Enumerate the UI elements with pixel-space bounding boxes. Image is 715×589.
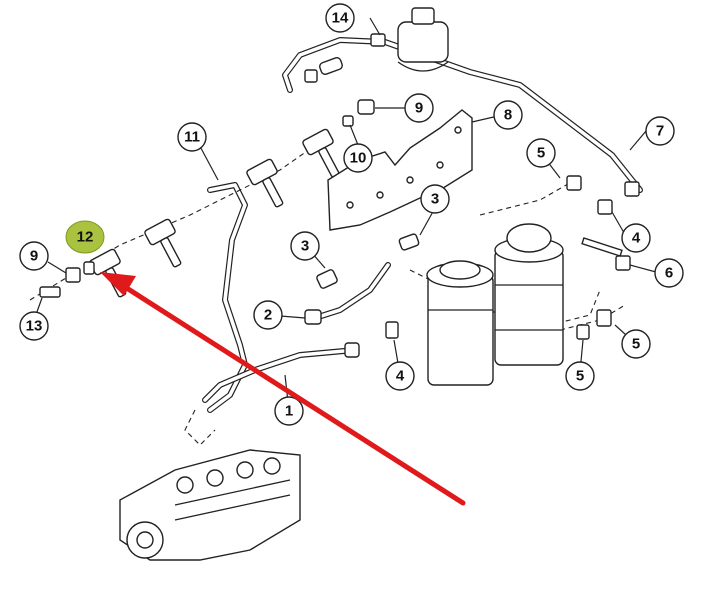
callout-5-top-label: 5	[537, 145, 545, 162]
callout-2: 2	[253, 300, 283, 330]
callout-1: 1	[274, 396, 304, 426]
callout-4-right-label: 4	[632, 230, 641, 247]
callout-3-top: 3	[420, 184, 450, 214]
callout-14-label: 14	[332, 10, 349, 27]
callout-4-bottom: 4	[385, 361, 415, 391]
callout-6: 6	[654, 258, 684, 288]
callout-12-label: 12	[77, 229, 94, 246]
callout-10: 10	[343, 143, 373, 173]
callout-5-right: 5	[621, 329, 651, 359]
bracket-holes	[346, 126, 462, 209]
callout-7-label: 7	[656, 123, 664, 140]
callout-5-right-label: 5	[632, 336, 640, 353]
callout-4-bottom-label: 4	[396, 368, 405, 385]
injection-pump	[119, 449, 301, 561]
callout-11: 11	[177, 122, 207, 152]
callout-13: 13	[19, 311, 49, 341]
fuel-tank	[397, 7, 449, 72]
callout-9-left: 9	[19, 241, 49, 271]
callout-5-bottom-label: 5	[576, 368, 584, 385]
callout-1-label: 1	[285, 403, 293, 420]
fuel-filter-left	[426, 260, 494, 386]
fittings	[39, 33, 640, 358]
callout-3-left: 3	[290, 231, 320, 261]
callout-2-label: 2	[264, 307, 272, 324]
callout-5-top: 5	[526, 138, 556, 168]
callout-5-bottom: 5	[565, 361, 595, 391]
callout-12: 12	[65, 220, 105, 254]
callout-10-label: 10	[350, 150, 367, 167]
callout-9-top: 9	[404, 93, 434, 123]
callout-9-left-label: 9	[30, 248, 38, 265]
callout-8-label: 8	[504, 107, 512, 124]
callout-3-left-label: 3	[301, 238, 309, 255]
assembly-dashed-lines	[29, 134, 626, 446]
callout-9-top-label: 9	[415, 100, 423, 117]
callout-6-label: 6	[665, 265, 673, 282]
red-pointer-arrow	[100, 272, 466, 506]
callout-7: 7	[645, 116, 675, 146]
callout-14: 14	[325, 3, 355, 33]
fuel-filter-right	[494, 223, 564, 366]
callout-8: 8	[493, 100, 523, 130]
callout-4-right: 4	[621, 223, 651, 253]
callout-11-label: 11	[184, 129, 200, 146]
callout-3-top-label: 3	[431, 191, 439, 208]
callout-13-label: 13	[26, 318, 43, 335]
bracket-plate	[327, 109, 473, 231]
